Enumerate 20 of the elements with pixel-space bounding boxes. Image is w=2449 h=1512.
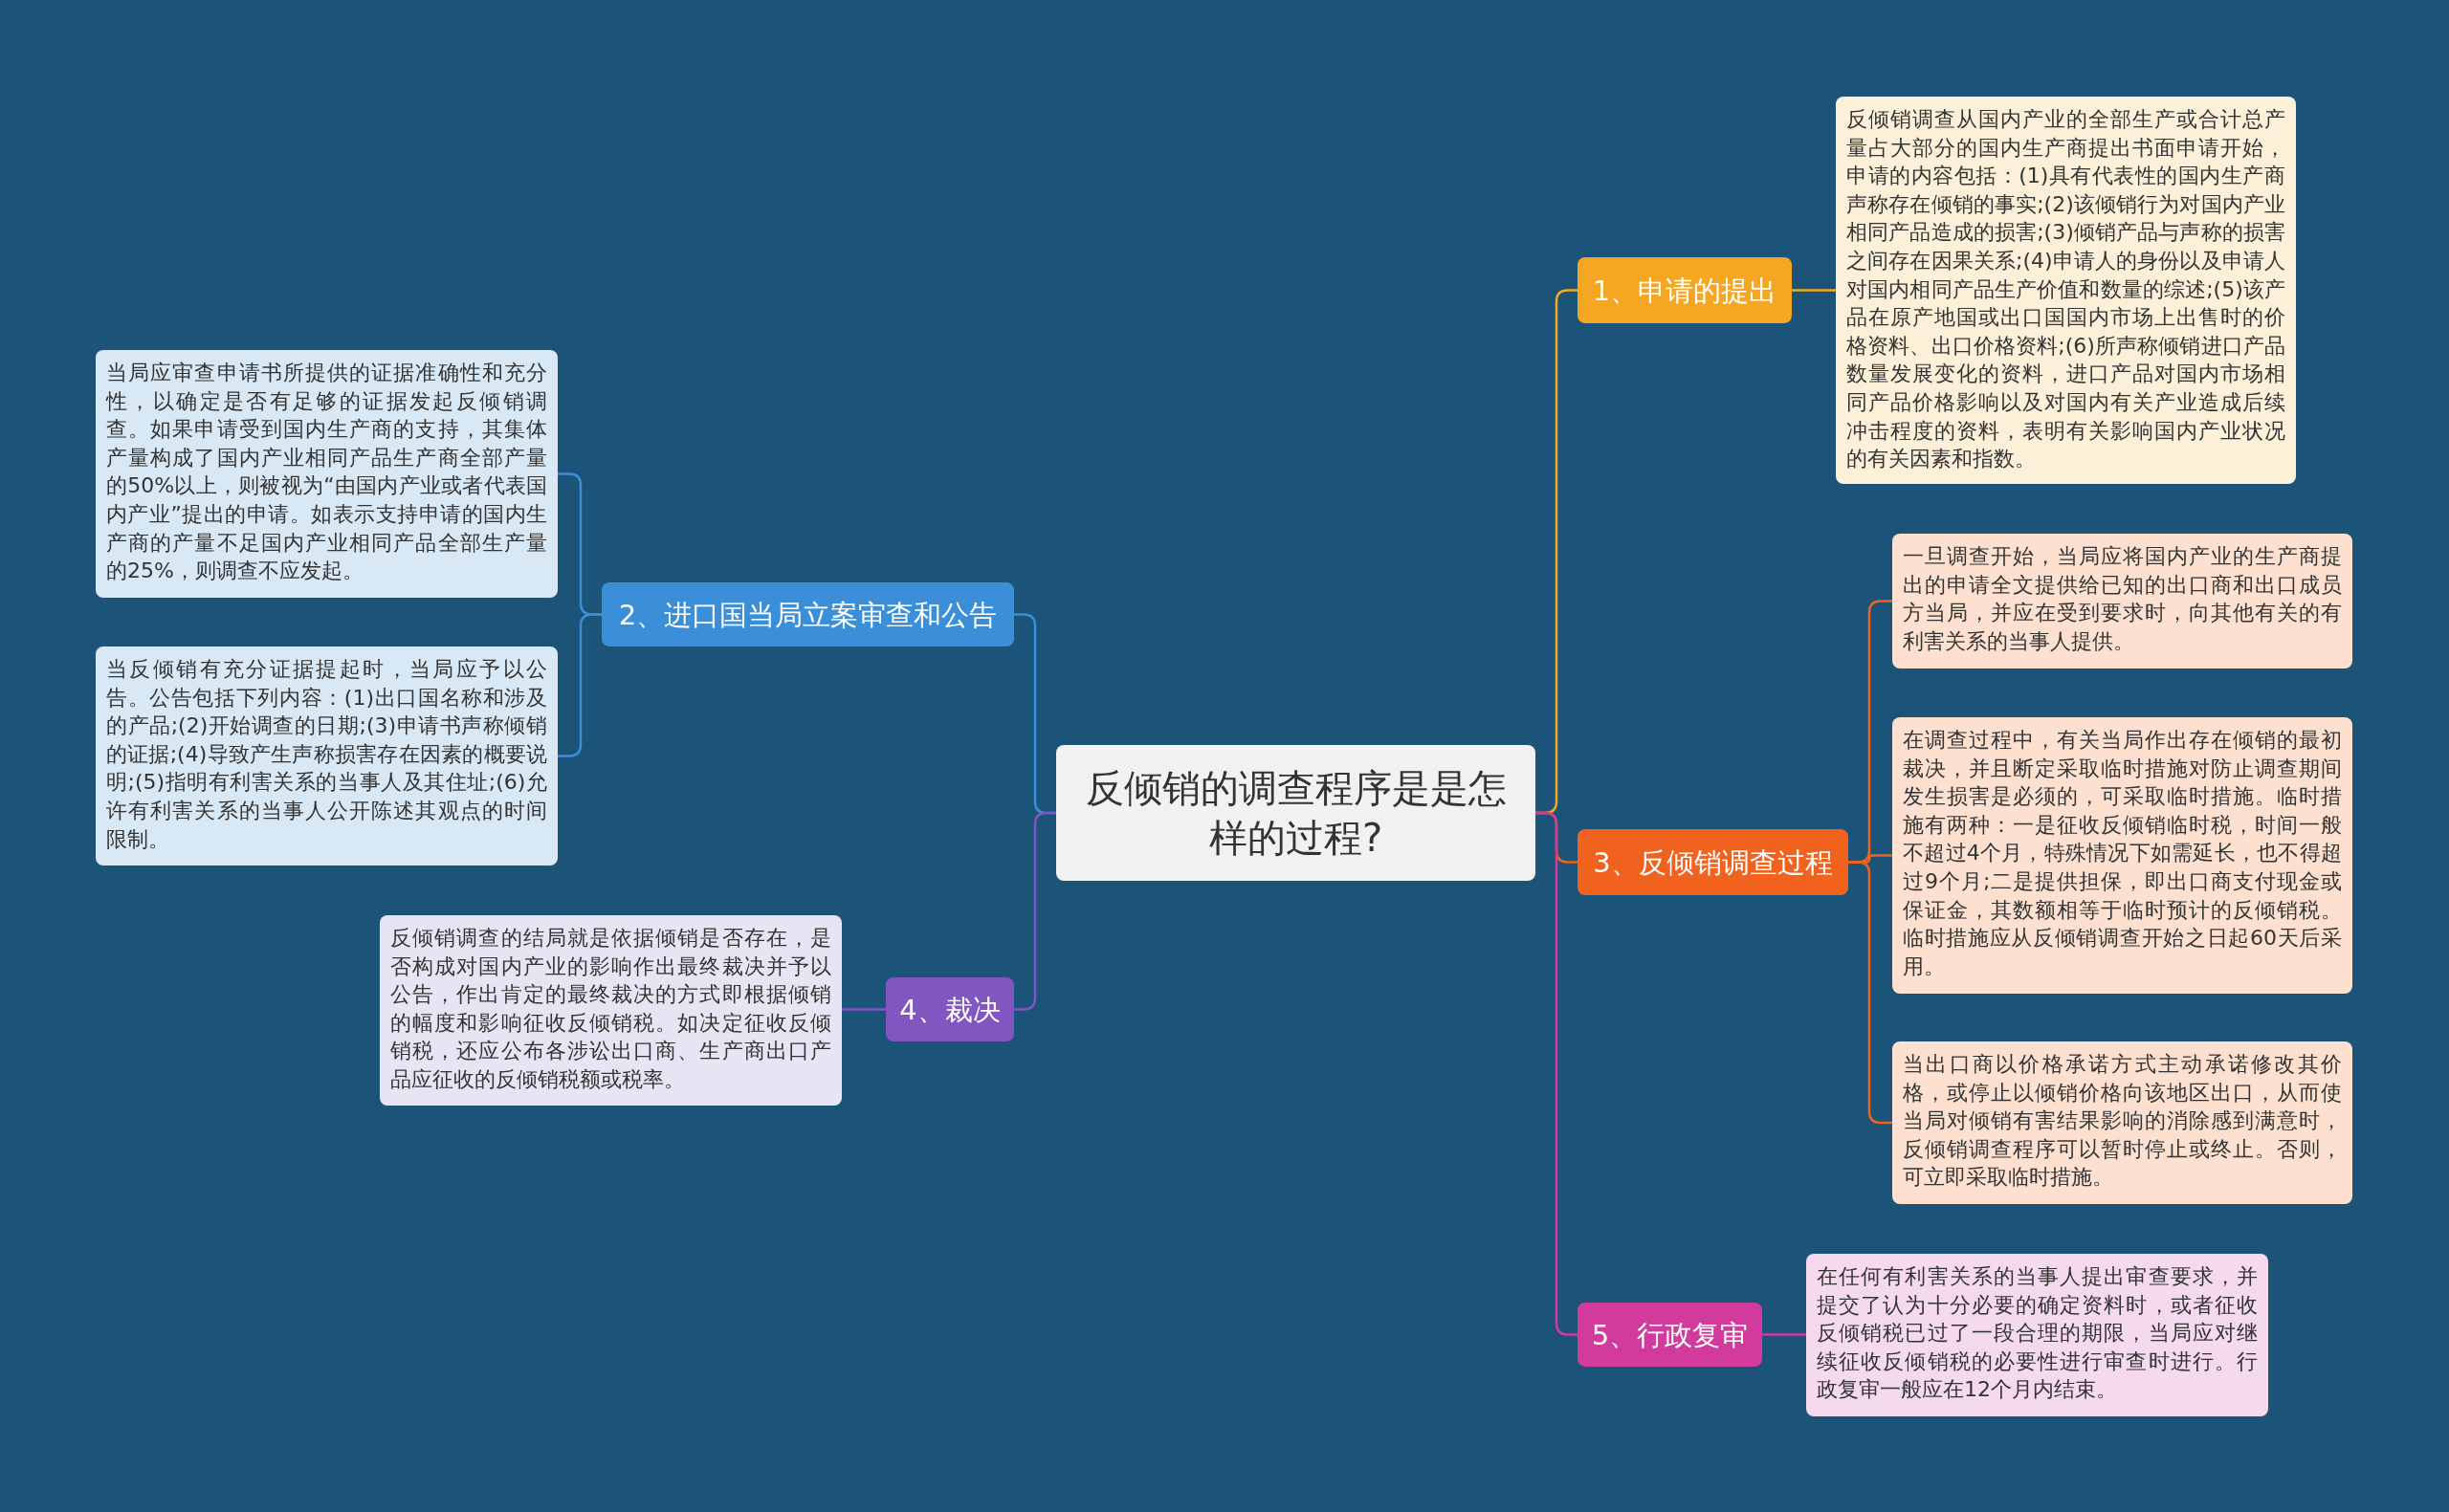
detail-text-box: 在调查过程中，有关当局作出存在倾销的最初裁决，并且断定采取临时措施对防止调查期间发生损害是必须的，可采取临时措施。临时措施有两种：一是征收反倾销临时税，时间一般不超过4个月，特殊情况下如需延长，也不得超过9个月;二是提供担保，即出口商支付现金或保证金，其数额相等于临时预计的反倾销税。临时措施应从反倾销调查开始之日起60天后采用。 (1892, 717, 2352, 994)
branch-topic-box: 5、行政复审 (1578, 1303, 1762, 1367)
detail-text-box: 反倾销调查从国内产业的全部生产或合计总产量占大部分的国内生产商提出书面申请开始，申请的内容包括：(1)具有代表性的国内生产商声称存在倾销的事实;(2)该倾销行为对国内产业相同产品造成的损害;(3)倾销产品与声称的损害之间存在因果关系;(4)申请人的身份以及申请人对国内相同产品生产价值和数量的综述;(5)该产品在原产地国或出口国国内市场上出售时的价格资料、出口价格资料;(6)所声称倾销进口产品数量发展变化的资料，进口产品对国内市场相同产品价格影响以及对国内有关产业造成后续冲击程度的资料，表明有关影响国内产业状况的有关因素和指数。 (1836, 97, 2296, 484)
branch-topic-box: 4、裁决 (886, 977, 1014, 1041)
connector-line (842, 1008, 886, 1011)
detail-text-box: 在任何有利害关系的当事人提出审查要求，并提交了认为十分必要的确定资料时，或者征收反倾销税已过了一段合理的期限，当局应对继续征收反倾销税的必要性进行审查时进行。行政复审一般应在12个月内结束。 (1806, 1254, 2268, 1416)
central-topic-box: 反倾销的调查程序是是怎样的过程? (1056, 745, 1535, 881)
detail-text-box: 当反倾销有充分证据提起时，当局应予以公告。公告包括下列内容：(1)出口国名称和涉及的产品;(2)开始调查的日期;(3)申请书声称倾销的证据;(4)导致产生声称损害存在因素的概要说明;(5)指明有利害关系的当事人及其住址;(6)允许有利害关系的当事人公开陈述其观点的时间限制。 (96, 646, 558, 866)
detail-text-box: 反倾销调查的结局就是依据倾销是否存在，是否构成对国内产业的影响作出最终裁决并予以公告，作出肯定的最终裁决的方式即根据倾销的幅度和影响征收反倾销税。如决定征收反倾销税，还应公布各涉讼出口商、生产商出口产品应征收的反倾销税额或税率。 (380, 915, 842, 1106)
connector-line (1848, 861, 1892, 1125)
branch-topic-box: 1、申请的提出 (1578, 257, 1792, 323)
detail-text-box: 当局应审查申请书所提供的证据准确性和充分性，以确定是否有足够的证据发起反倾销调查。如果申请受到国内生产商的支持，其集体产量构成了国内产业相同产品生产商全部产量的50%以上，则被视为“由国内产业或者代表国内产业”提出的申请。如表示支持申请的国内生产商的产量不足国内产业相同产品全部生产量的25%，则调查不应发起。 (96, 350, 558, 598)
detail-text-box: 当出口商以价格承诺方式主动承诺修改其价格，或停止以倾销价格向该地区出口，从而使当局对倾销有害结果影响的消除感到满意时，反倾销调查程序可以暂时停止或终止。否则，可立即采取临时措施。 (1892, 1041, 2352, 1204)
detail-text-box: 一旦调查开始，当局应将国内产业的生产商提出的申请全文提供给已知的出口商和出口成员方当局，并应在受到要求时，向其他有关的有利害关系的当事人提供。 (1892, 534, 2352, 668)
branch-topic-box: 3、反倾销调查过程 (1578, 829, 1848, 895)
connector-line (1535, 811, 1578, 1336)
connector-line (1014, 811, 1056, 1011)
connector-line (1792, 289, 1836, 292)
branch-topic-box: 2、进口国当局立案审查和公告 (602, 582, 1014, 646)
connector-line (1762, 1333, 1806, 1336)
